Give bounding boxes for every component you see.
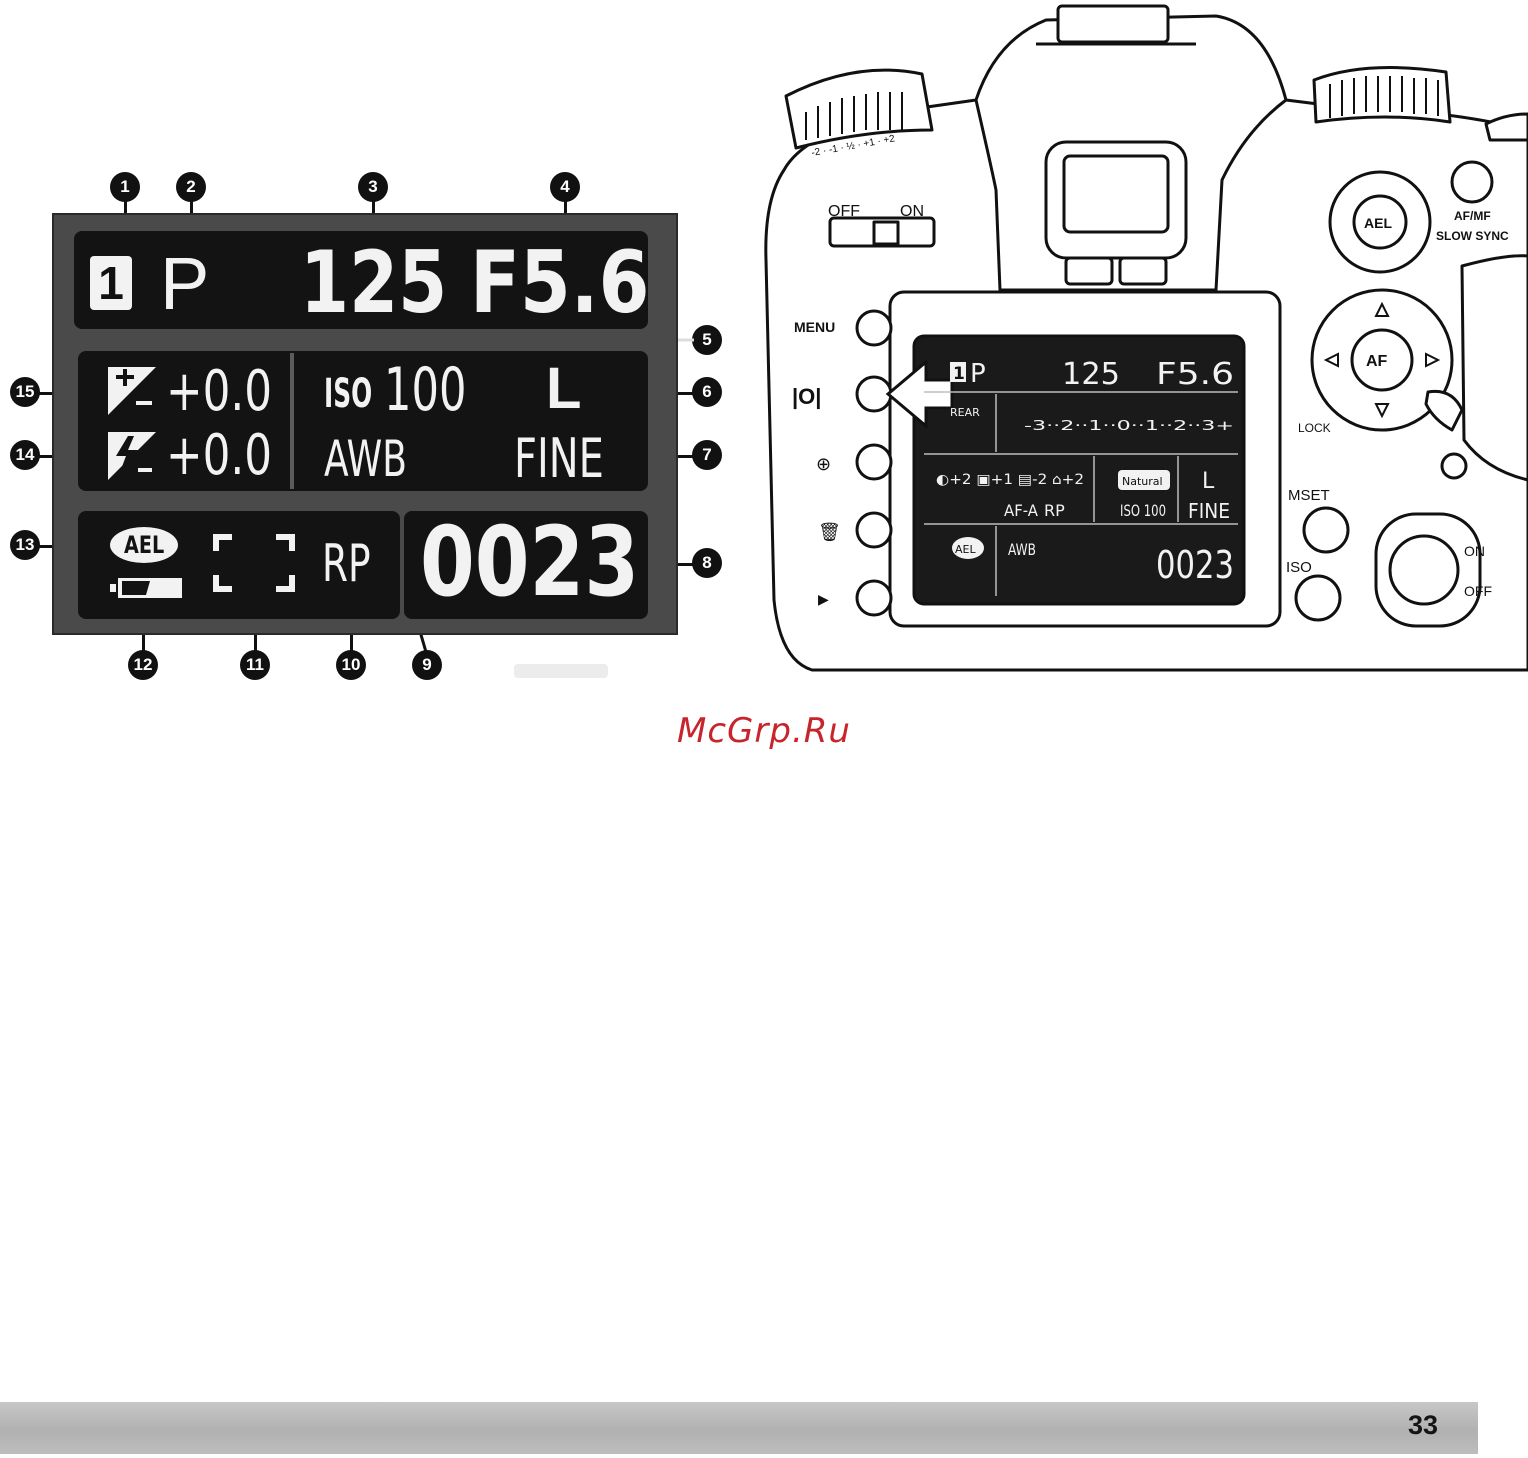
lcd-divider xyxy=(290,353,294,489)
small-lcd-wb: AWB xyxy=(1008,540,1036,559)
small-lcd-counter: 0023 xyxy=(1156,543,1234,587)
small-lcd-quality: FINE xyxy=(1188,499,1230,523)
small-lcd-flash-rear: REAR xyxy=(950,406,980,419)
small-lcd-size: L xyxy=(1202,469,1215,494)
frame-counter: 0023 xyxy=(420,514,639,610)
playback-icon: ▶ xyxy=(818,591,829,607)
af-mf-button-label: AF/MF xyxy=(1454,209,1491,223)
small-lcd-mode: P xyxy=(970,359,986,389)
af-area-icon xyxy=(212,533,296,593)
ael-label: AEL xyxy=(124,531,164,559)
iso-value: 100 xyxy=(384,360,466,420)
iso-label: ISO xyxy=(324,374,372,414)
ael-indicator: AEL xyxy=(110,527,178,563)
flash-comp-icon xyxy=(108,432,156,480)
small-lcd-image-params: ◐+2 ▣+1 ▤-2 ⌂+2 xyxy=(936,472,1084,488)
small-lcd-aperture: F5.6 xyxy=(1156,357,1234,392)
small-lcd-scale: -3··2··1··0··1··2··3+ xyxy=(1024,419,1234,434)
battery-icon xyxy=(110,576,184,600)
small-lcd-ael: AEL xyxy=(955,543,976,556)
trash-icon: 🗑 xyxy=(818,522,841,542)
iso-button-label: ISO xyxy=(1286,559,1312,576)
menu-button-label: MENU xyxy=(794,319,835,335)
frame-number-icon: 1 xyxy=(90,256,132,310)
flash-comp-value: +0.0 xyxy=(166,428,272,484)
page-number: 33 xyxy=(1408,1410,1438,1441)
display-button-icon: |O| xyxy=(792,384,821,409)
print-artifact xyxy=(514,664,608,678)
small-lcd-shutter: 125 xyxy=(1062,357,1120,392)
mset-button-label: MSET xyxy=(1288,487,1330,504)
shutter-speed: 125 xyxy=(300,240,447,326)
watermark: McGrp.Ru xyxy=(0,711,1528,751)
small-lcd-af-mode: AF-A xyxy=(1004,501,1038,520)
ael-button: AEL xyxy=(1364,215,1392,231)
power-off-label: OFF xyxy=(828,203,860,220)
footer-bar xyxy=(0,1402,1478,1454)
exposure-comp-icon xyxy=(108,367,156,415)
small-lcd-flash-mode: RP xyxy=(1044,501,1065,520)
af-button: AF xyxy=(1366,353,1388,370)
stabilizer-on-label: ON xyxy=(1464,543,1485,559)
image-quality: FINE xyxy=(514,432,604,486)
small-lcd-iso: ISO 100 xyxy=(1120,501,1166,520)
magnify-icon: ⊕ xyxy=(816,454,831,474)
exposure-comp-value: +0.0 xyxy=(166,364,272,420)
stabilizer-off-label: OFF xyxy=(1464,583,1492,599)
white-balance: AWB xyxy=(324,434,407,484)
small-lcd-frame: 1 xyxy=(953,364,965,384)
aperture: F5.6 xyxy=(470,240,649,326)
small-lcd-creative: Natural xyxy=(1122,475,1163,488)
image-size: L xyxy=(546,360,581,418)
exposure-mode: P xyxy=(160,247,209,321)
slow-sync-label: SLOW SYNC xyxy=(1436,229,1509,243)
lock-label: LOCK xyxy=(1298,421,1331,435)
camera-back-illustration: 1 P 125 F5.6 REAR -3··2··1··0··1··2··3+ … xyxy=(746,0,1528,700)
power-on-label: ON xyxy=(900,203,924,220)
flash-mode: RP xyxy=(322,538,371,590)
